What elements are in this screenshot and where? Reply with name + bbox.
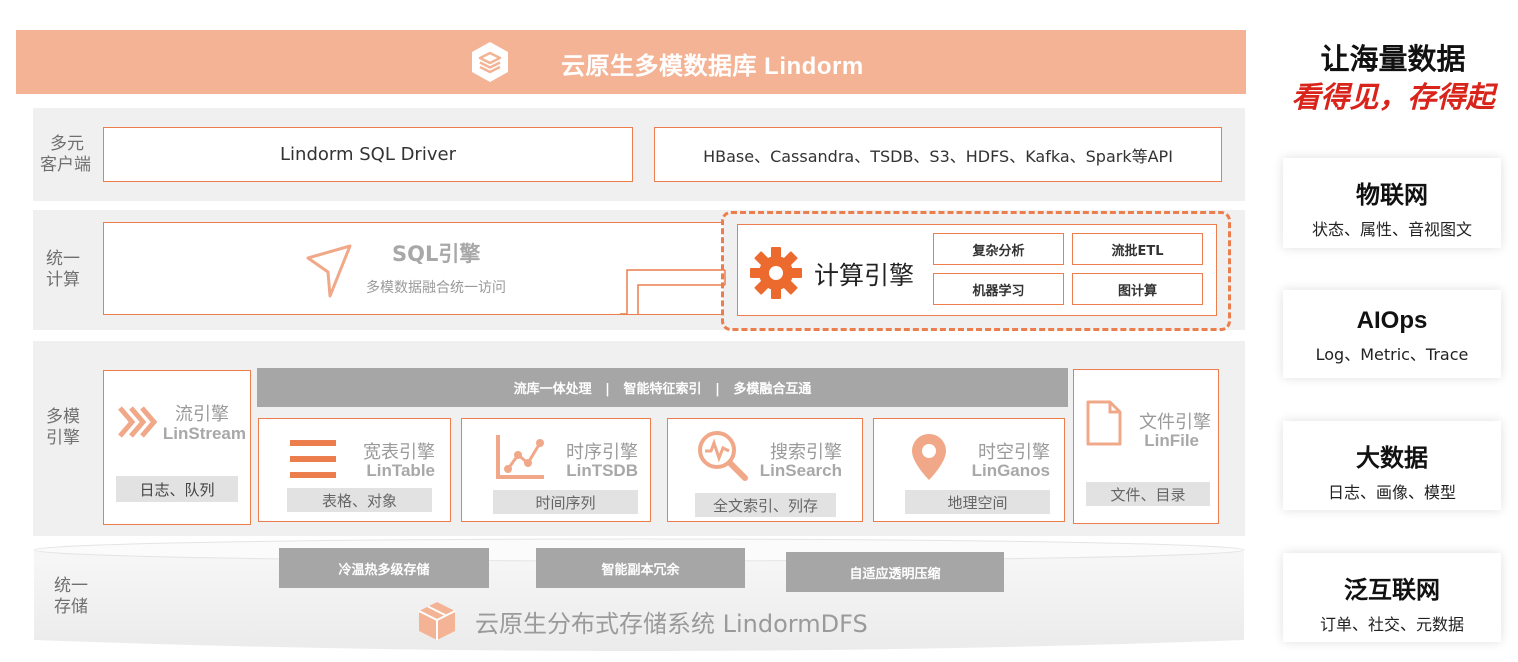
engine-connector-lines [620,269,726,315]
table-engine-tag: 表格、对象 [287,488,432,512]
use-case-title: 物联网 [1356,182,1428,209]
api-list-label: HBase、Cassandra、TSDB、S3、HDFS、Kafka、Spark… [703,146,1173,166]
client-label-line1: 多元 [50,134,84,154]
engines-layer-label: 多模 引擎 [46,407,80,449]
list-lines-icon [290,440,336,478]
storage-tag-tiered: 冷温热多级存储 [279,548,489,588]
api-box: HBase、Cassandra、TSDB、S3、HDFS、Kafka、Spark… [654,127,1222,182]
sql-driver-box: Lindorm SQL Driver [103,127,633,182]
compute-engine-title: 计算引擎 [814,261,915,290]
table-engine-name: 宽表引擎 [363,442,435,462]
stream-engine-name: 流引擎 [175,404,229,424]
storage-layer-label: 统一 存储 [54,576,88,618]
engines-label-line1: 多模 [46,407,80,427]
storage-tag-compression: 自适应透明压缩 [786,552,1004,592]
storage-system-title: 云原生分布式存储系统 LindormDFS [475,610,868,638]
storage-label-line1: 统一 [54,576,88,596]
line-chart-icon [496,435,544,479]
client-label-line2: 客户端 [40,155,91,175]
ganos-engine-name: 时空引擎 [978,442,1050,462]
tsdb-engine-sub: LinTSDB [566,461,638,480]
navigation-arrow-icon [306,244,352,298]
gear-icon [750,247,802,299]
engines-feature-banner: 流库一体处理 | 智能特征索引 | 多模融合互通 [257,368,1068,407]
use-case-title: AIOps [1356,307,1428,334]
use-case-card-bigdata: 大数据 日志、画像、模型 [1283,421,1501,510]
use-case-desc: 状态、属性、音视图文 [1311,220,1472,239]
page-title: 云原生多模数据库 Lindorm [561,53,864,80]
double-chevron-icon [118,406,157,438]
search-engine-name: 搜索引擎 [770,442,842,462]
sql-engine-title: SQL引擎 [392,242,481,266]
stream-engine-tag: 日志、队列 [116,476,238,502]
map-pin-icon [912,434,946,480]
use-case-desc: 订单、社交、元数据 [1319,615,1464,634]
use-case-desc: 日志、画像、模型 [1327,483,1456,502]
sql-engine-box [103,222,723,315]
sql-engine-desc: 多模数据融合统一访问 [366,280,506,296]
slogan-line2: 看得见，存得起 [1291,80,1495,114]
stream-engine-sub: LinStream [162,424,246,443]
compute-item-stream-batch-etl: 流批ETL [1072,233,1203,265]
file-engine-tag: 文件、目录 [1086,482,1210,506]
use-case-card-aiops: AIOps Log、Metric、Trace [1283,290,1501,378]
file-engine-name: 文件引擎 [1139,412,1211,432]
header-bar: 云原生多模数据库 Lindorm [16,30,1246,94]
use-case-title: 泛互联网 [1344,577,1440,604]
file-engine-sub: LinFile [1144,431,1199,450]
package-box-icon [418,602,456,640]
database-stack-icon [472,42,508,82]
table-engine-sub: LinTable [366,461,435,480]
slogan-line1: 让海量数据 [1320,42,1466,76]
client-layer-label: 多元 客户端 [40,134,91,176]
use-case-card-iot: 物联网 状态、属性、音视图文 [1283,158,1501,248]
use-case-title: 大数据 [1356,445,1428,472]
storage-tag-replica: 智能副本冗余 [536,548,745,588]
compute-label-line1: 统一 [46,249,80,269]
file-document-icon [1086,400,1122,446]
use-case-desc: Log、Metric、Trace [1315,345,1469,364]
compute-layer-label: 统一 计算 [46,249,80,291]
magnifier-icon [698,431,748,481]
compute-item-complex-analysis: 复杂分析 [933,233,1064,265]
search-engine-tag: 全文索引、列存 [695,493,836,517]
tsdb-engine-tag: 时间序列 [493,490,638,514]
use-case-card-internet: 泛互联网 订单、社交、元数据 [1283,553,1501,642]
tsdb-engine-name: 时序引擎 [566,442,638,462]
search-engine-sub: LinSearch [759,461,842,480]
storage-label-line2: 存储 [54,597,88,617]
engines-label-line2: 引擎 [46,428,80,448]
ganos-engine-sub: LinGanos [971,461,1050,480]
compute-item-machine-learning: 机器学习 [933,273,1064,305]
compute-engine-dashed-border [721,211,1231,331]
compute-item-graph-compute: 图计算 [1072,273,1203,305]
sql-driver-label: Lindorm SQL Driver [280,144,456,165]
compute-label-line2: 计算 [46,270,80,290]
ganos-engine-tag: 地理空间 [905,490,1050,514]
